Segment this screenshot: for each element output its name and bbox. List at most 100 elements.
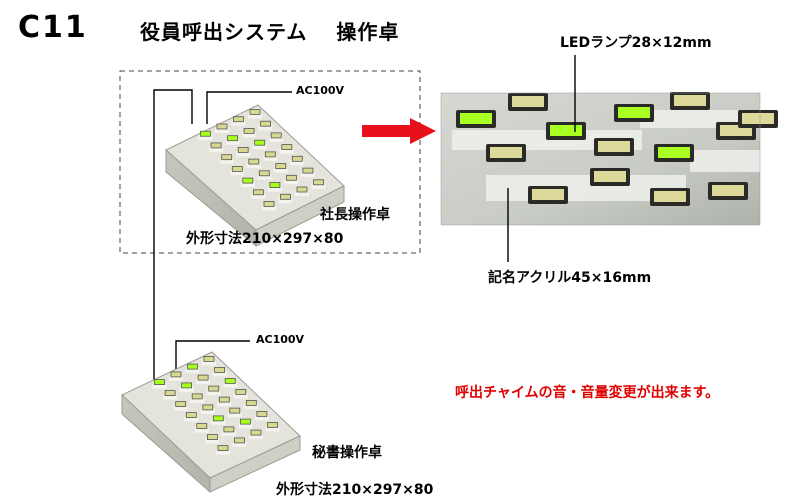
led-key <box>256 410 268 417</box>
nameplate <box>257 174 272 180</box>
led-key <box>285 174 297 181</box>
led-key <box>214 366 226 373</box>
secretary-power-label: AC100V <box>256 333 305 346</box>
led-key <box>243 127 255 134</box>
nameplate <box>206 390 221 396</box>
led-lamp <box>720 125 752 136</box>
president-power-label: AC100V <box>296 84 345 97</box>
nameplate <box>194 427 209 433</box>
led-key <box>175 401 187 408</box>
acrylic-plate <box>690 150 760 172</box>
led-lamp <box>460 113 492 124</box>
nameplate <box>273 167 288 173</box>
led-key <box>206 434 218 441</box>
led-key <box>200 130 211 137</box>
chime-note: 呼出チャイムの音・音量変更が出来ます。 <box>455 385 720 401</box>
led-key <box>208 385 220 392</box>
nameplate <box>173 405 188 411</box>
led-key <box>242 177 254 184</box>
led-key <box>291 155 303 162</box>
led-key <box>252 189 264 196</box>
led-lamp <box>550 125 582 136</box>
led-key <box>263 201 275 207</box>
led-key <box>235 388 247 395</box>
nameplate <box>190 397 205 403</box>
led-key <box>223 426 235 433</box>
led-lamp <box>712 185 744 196</box>
secretary-console-illustration <box>121 351 301 494</box>
nameplate <box>300 172 315 178</box>
led-key <box>216 123 228 130</box>
nameplate <box>217 401 232 407</box>
nameplate <box>212 371 227 377</box>
nameplate <box>209 146 224 152</box>
nameplate <box>179 386 194 392</box>
led-key <box>239 418 251 425</box>
president-console-illustration <box>165 104 345 248</box>
nameplate <box>215 128 229 133</box>
nameplate <box>169 375 183 381</box>
nameplate <box>231 120 246 126</box>
nameplate <box>232 441 247 447</box>
nameplate <box>244 404 259 410</box>
led-lamp <box>658 147 690 158</box>
nameplate <box>184 416 199 422</box>
led-key <box>296 186 308 193</box>
president-console-name: 社長操作卓 <box>320 207 390 223</box>
led-lamp <box>654 191 686 202</box>
connection-wire <box>153 89 292 382</box>
nameplate <box>227 412 242 418</box>
led-key <box>170 371 182 378</box>
led-lamp <box>742 113 774 124</box>
nameplate <box>196 379 211 385</box>
nameplate <box>223 382 238 388</box>
nameplate <box>152 383 167 389</box>
led-key <box>181 382 193 389</box>
led-key <box>164 390 176 397</box>
led-key <box>275 163 287 170</box>
led-key <box>217 445 229 452</box>
led-key <box>224 377 236 384</box>
led-key <box>302 167 314 174</box>
led-key <box>154 379 165 386</box>
president-console-dimensions: 外形寸法210×297×80 <box>186 231 344 247</box>
nameplate <box>258 125 273 131</box>
nameplate <box>295 191 309 196</box>
led-key <box>191 393 203 400</box>
led-key <box>245 399 257 406</box>
nameplate <box>278 198 293 204</box>
led-key <box>270 132 282 139</box>
nameplate <box>269 136 284 142</box>
led-lamp <box>532 189 564 200</box>
nameplate <box>236 151 251 157</box>
nameplate <box>284 179 299 185</box>
closeup-photo <box>440 92 778 226</box>
led-key <box>221 154 233 161</box>
nameplate <box>185 368 200 374</box>
nameplate <box>216 449 230 455</box>
nameplate <box>198 135 213 141</box>
nameplate <box>311 183 326 189</box>
led-lamp <box>618 107 650 118</box>
led-key <box>254 139 266 146</box>
acrylic-plate-label: 記名アクリル45×16mm <box>488 270 652 286</box>
led-key <box>249 109 261 115</box>
secretary-console-name: 秘書操作卓 <box>312 445 382 461</box>
nameplate <box>230 170 245 176</box>
led-key <box>313 179 324 186</box>
led-lamp <box>598 141 630 152</box>
nameplate <box>242 132 257 138</box>
led-key <box>187 363 198 370</box>
nameplate <box>279 148 294 154</box>
led-key <box>233 116 244 123</box>
nameplate <box>219 158 234 164</box>
led-key <box>248 158 260 165</box>
led-lamp <box>490 147 522 158</box>
nameplate <box>202 360 216 366</box>
led-lamp <box>674 95 706 106</box>
led-key <box>269 182 281 189</box>
led-key <box>196 423 208 430</box>
led-key <box>185 412 197 419</box>
led-key <box>260 120 272 127</box>
